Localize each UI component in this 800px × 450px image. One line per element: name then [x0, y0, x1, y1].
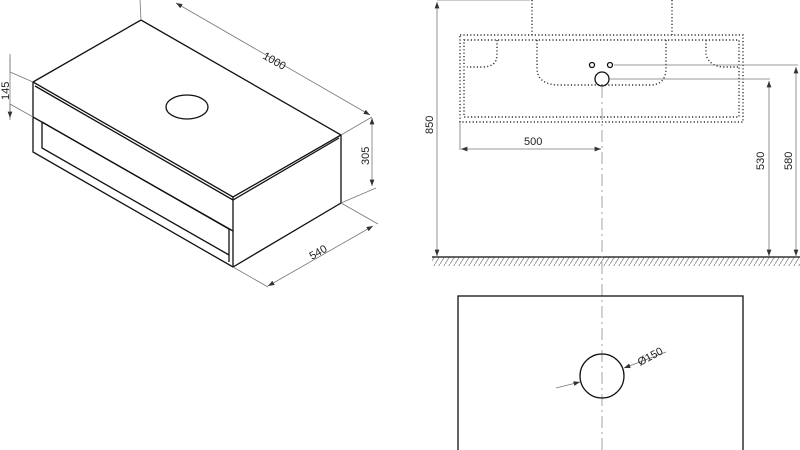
drawer-label: 145	[0, 82, 12, 100]
top-view: Ø150	[457, 295, 744, 450]
hole-diameter-label: Ø150	[636, 345, 665, 368]
counter-outline	[459, 34, 744, 123]
cabinet-body	[32, 82, 342, 268]
basin-outline	[536, 40, 667, 86]
tap-height-label: 580	[783, 152, 795, 170]
basin-hole-top	[579, 353, 625, 399]
basin-hole	[165, 94, 209, 120]
total-height-label: 850	[424, 116, 436, 134]
drain-hole	[594, 71, 610, 87]
depth-label: 540	[308, 243, 330, 263]
tap-hole-left	[588, 61, 596, 69]
isometric-view: 1000 305 540 145	[0, 0, 379, 288]
width-label: 1000	[261, 50, 288, 73]
open-shelf	[41, 121, 230, 262]
drain-height-label: 530	[755, 152, 767, 170]
drain-offset-label: 500	[524, 136, 542, 148]
height-label: 305	[360, 147, 372, 165]
depth-dimension	[267, 225, 374, 287]
floor-hatch	[432, 257, 800, 266]
front-view: 850 500 530 580	[424, 0, 800, 450]
top-face	[31, 19, 343, 198]
tap-hole-right	[606, 61, 614, 69]
top-outline	[457, 295, 744, 450]
width-dimension	[175, 2, 371, 116]
